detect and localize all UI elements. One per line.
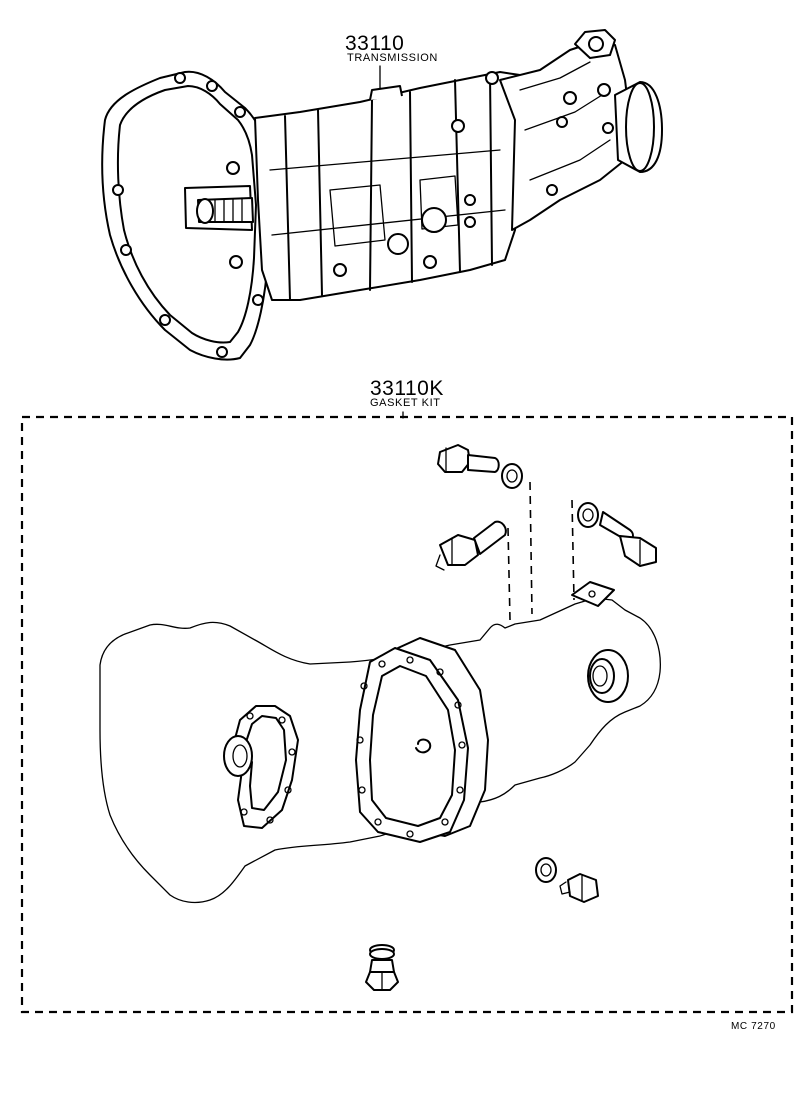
front-bearing-retainer-gasket-part: [223, 705, 299, 829]
gasket-kit-part-name: GASKET KIT: [370, 397, 441, 409]
transmission-part-name: TRANSMISSION: [347, 52, 438, 64]
assembly-guide-lines: [507, 481, 575, 621]
diagram-code: MC 7270: [731, 1021, 776, 1032]
neutral-switch-part: [577, 502, 657, 567]
transmission-silhouette: [99, 597, 661, 904]
transmission-part-number: 33110: [345, 32, 405, 55]
gasket-kit-part-number: 33110K: [370, 377, 444, 400]
gasket-kit-box: [20, 411, 794, 1014]
case-adapter-gasket-part: [355, 637, 489, 843]
filler-plug-gasket-part: [365, 944, 399, 991]
transmission-illustration: [101, 29, 663, 361]
drain-plug-gasket-part: [535, 857, 599, 903]
speedometer-plug-part: [437, 444, 523, 489]
back-up-light-switch-part: [435, 520, 507, 571]
cover-plate-gasket-part: [571, 581, 615, 607]
extension-oil-seal-part: [587, 649, 629, 703]
